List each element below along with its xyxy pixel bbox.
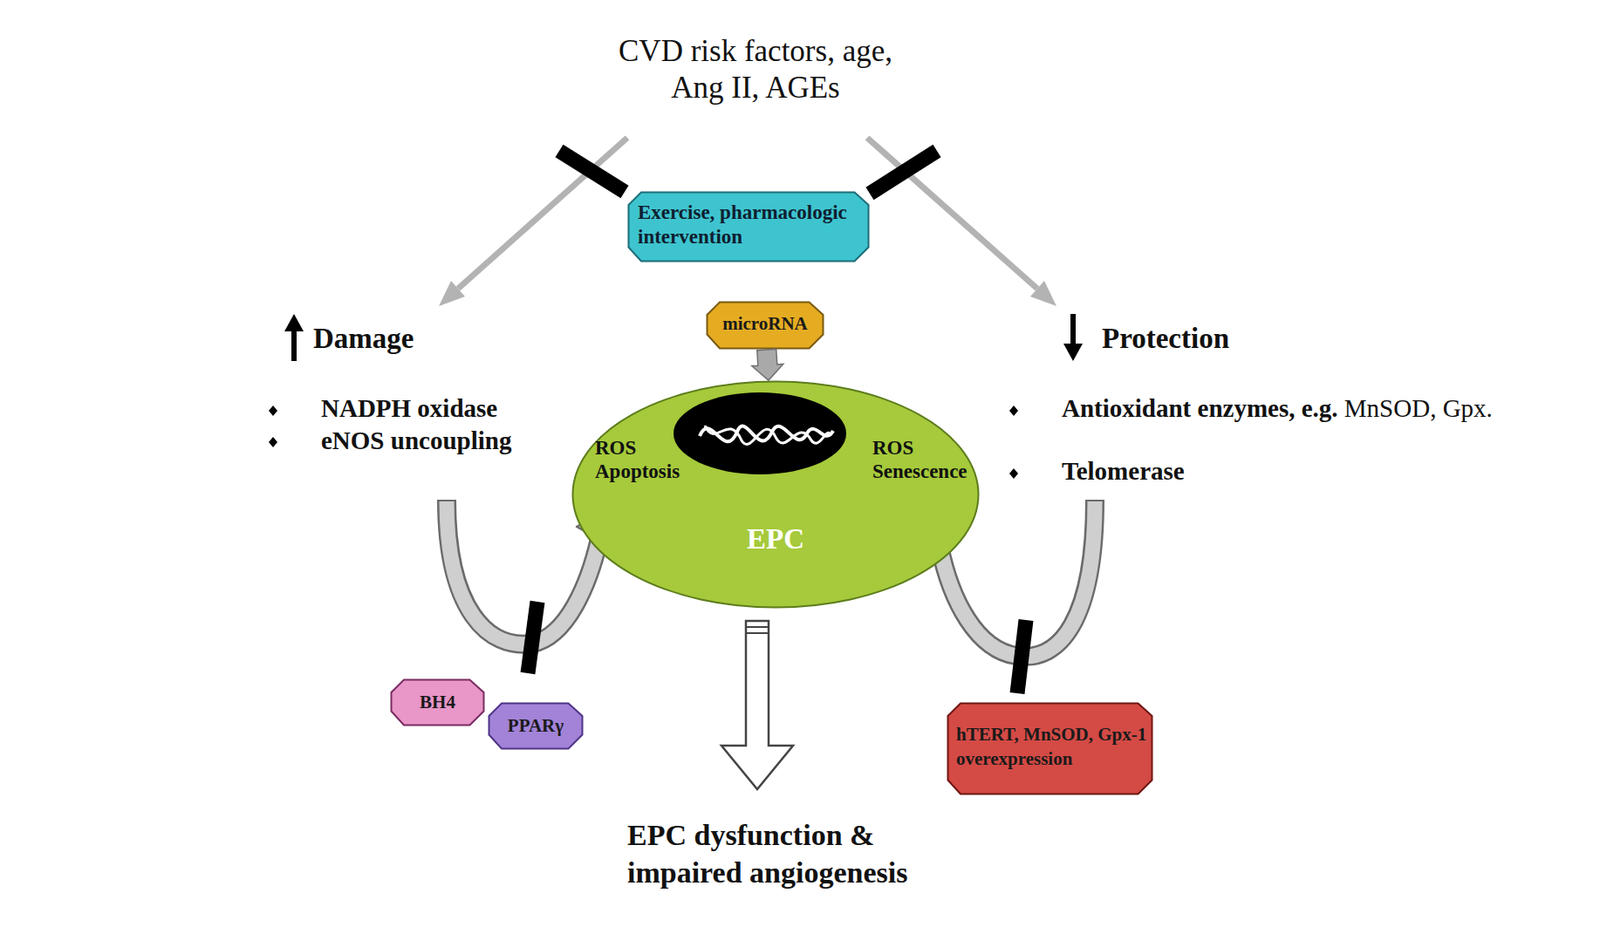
- damage-heading: Damage: [313, 321, 506, 356]
- protection-heading: Protection: [1101, 321, 1347, 356]
- bullet: [1009, 468, 1019, 479]
- ppar-box: PPARγ: [487, 702, 584, 751]
- inhibitor-bar: [1017, 620, 1026, 694]
- decrease-arrow-head: [1063, 343, 1083, 362]
- risk-arrow-left: [458, 137, 628, 289]
- inhibitor-bar: [559, 150, 625, 192]
- node-text: BH4: [389, 690, 486, 714]
- microrna-box: microRNA: [705, 300, 825, 350]
- inhibitor-bar: [869, 150, 937, 194]
- node-text: EPC: [571, 521, 980, 557]
- node-text: hTERT, MnSOD, Gpx-1 overexpression: [956, 722, 1156, 772]
- overexpression-box: hTERT, MnSOD, Gpx-1 overexpression: [946, 702, 1154, 796]
- damage-item: eNOS uncoupling: [321, 424, 601, 457]
- inhibitor-bar: [527, 601, 538, 674]
- edge-layer: [752, 348, 784, 381]
- intervention-box: Exercise, pharmacologic intervention: [627, 191, 870, 263]
- connector-arrow: [752, 348, 784, 381]
- node-text: ROS Senescence: [872, 436, 982, 484]
- damage-item: NADPH oxidase: [321, 392, 601, 424]
- outcome-arrow-bar: [745, 626, 769, 629]
- node-text: microRNA: [705, 312, 825, 336]
- protection-item: Antioxidant enzymes, e.g.: [1061, 394, 1339, 423]
- node-text: Exercise, pharmacologic intervention: [637, 200, 869, 250]
- outcome-arrow-bar: [745, 632, 769, 635]
- cell-ellipse: [573, 382, 979, 609]
- dna-strand: [699, 426, 834, 443]
- octagon-shape: [629, 192, 869, 262]
- increase-arrow-head: [284, 314, 304, 332]
- node-text: PPARγ: [487, 714, 584, 738]
- protection-item: Telomerase: [1061, 455, 1341, 487]
- protection-item-detail: MnSOD, Gpx.: [1344, 394, 1493, 423]
- bullet: [1009, 405, 1019, 417]
- epc-cell: ROS Apoptosis ROS SenescenceEPC: [571, 380, 980, 609]
- bh4-box: BH4: [389, 678, 486, 727]
- curved-arrow-left: [446, 501, 600, 645]
- risk-arrow-left-head: [438, 280, 465, 307]
- risk-arrow-right-head: [1030, 280, 1057, 307]
- curved-arrow-left-outline: [446, 499, 600, 645]
- bullet: [268, 437, 278, 448]
- node-outline: [571, 380, 980, 609]
- dna-strand: [704, 425, 831, 445]
- outcome-label: EPC dysfunction & impaired angiogenesis: [627, 816, 968, 892]
- label-group: Antioxidant enzymes, e.g. MnSOD, Gpx.: [1061, 392, 1516, 425]
- risk-factor-label: CVD risk factors, age, Ang II, AGEs: [602, 33, 909, 107]
- bullet: [268, 405, 278, 417]
- nucleus: [673, 392, 847, 475]
- outcome-arrow: [721, 621, 794, 790]
- risk-arrow-right: [867, 137, 1038, 289]
- node-text: ROS Apoptosis: [594, 436, 691, 484]
